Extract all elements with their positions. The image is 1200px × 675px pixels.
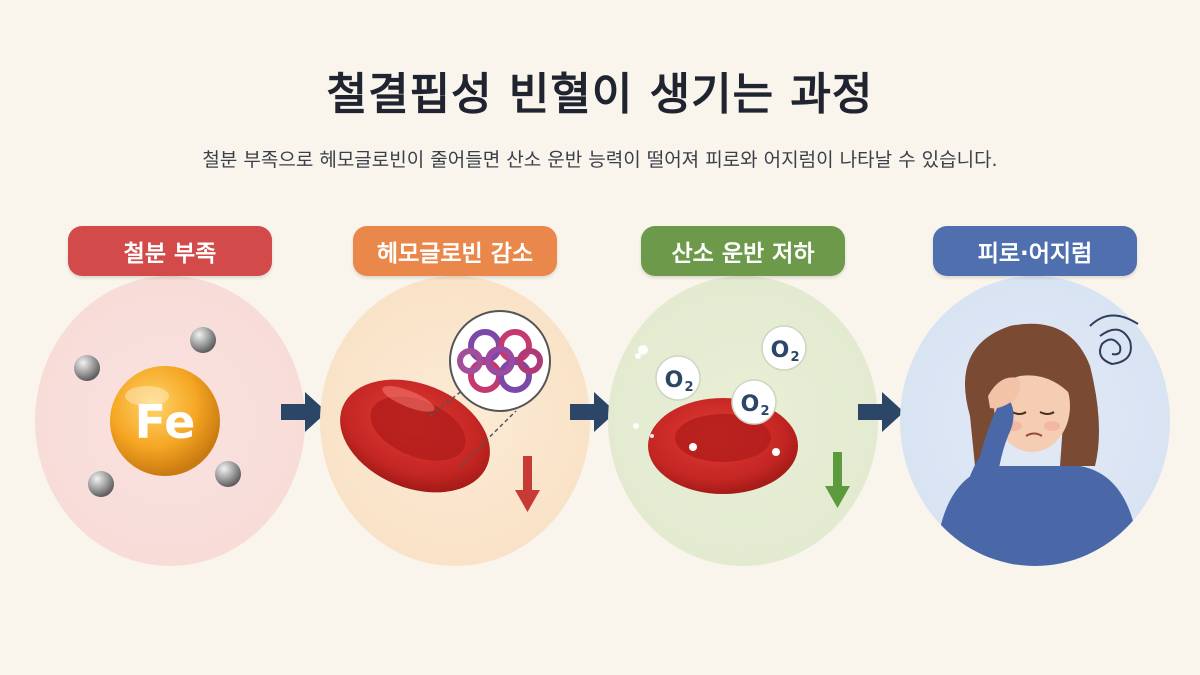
oxygen-circle: O 2 O 2 O 2 <box>608 276 878 566</box>
step-oxygen-transport-decrease: 산소 운반 저하 O 2 O <box>608 220 878 566</box>
iron-illustration: Fe <box>74 327 241 497</box>
step-1-badge: 철분 부족 <box>68 226 272 276</box>
flow-arrow-icon <box>858 392 904 432</box>
tired-person-icon <box>935 323 1140 566</box>
oxygen-label: O <box>771 338 790 363</box>
oxygen-illustration: O 2 O 2 O 2 <box>633 325 850 508</box>
fatigue-illustration <box>935 314 1140 566</box>
oxygen-subscript: 2 <box>790 350 799 365</box>
fatigue-circle <box>900 276 1170 566</box>
oxygen-label: O <box>665 368 684 393</box>
decrease-arrow-icon <box>515 456 540 512</box>
oxygen-subscript: 2 <box>760 404 769 419</box>
fe-atom-icon <box>110 366 220 476</box>
iron-circle: Fe <box>35 276 305 566</box>
electron-icon <box>74 355 100 381</box>
dizzy-swirl-icon <box>1089 314 1139 366</box>
decrease-arrow-icon <box>825 452 850 508</box>
step-hemoglobin-decrease: 헤모글로빈 감소 <box>320 220 590 566</box>
flow-arrow-icon <box>570 392 616 432</box>
page-subtitle: 철분 부족으로 헤모글로빈이 줄어들면 산소 운반 능력이 떨어져 피로와 어지… <box>202 149 998 171</box>
page-title: 철결핍성 빈혈이 생기는 과정 <box>326 69 874 120</box>
hemoglobin-circle <box>320 276 590 566</box>
step-3-badge: 산소 운반 저하 <box>641 226 845 276</box>
electron-icon <box>215 461 241 487</box>
oxygen-molecule-icon: O 2 <box>731 379 777 425</box>
hemoglobin-molecule-icon <box>457 329 543 393</box>
step-fatigue-dizziness: 피로·어지럼 <box>900 220 1170 566</box>
step-2-badge: 헤모글로빈 감소 <box>353 226 557 276</box>
step-4-badge: 피로·어지럼 <box>933 226 1137 276</box>
electron-icon <box>190 327 216 353</box>
oxygen-molecule-icon: O 2 <box>655 355 701 401</box>
red-blood-cell-icon <box>340 379 490 493</box>
hemoglobin-illustration <box>340 310 551 512</box>
red-blood-cell-icon <box>648 398 798 494</box>
fe-label: Fe <box>135 395 196 449</box>
electron-icon <box>88 471 114 497</box>
flow-arrow-icon <box>281 392 327 432</box>
step-iron-deficiency: 철분 부족 Fe <box>35 220 305 566</box>
oxygen-label: O <box>741 392 760 417</box>
oxygen-molecule-icon: O 2 <box>761 325 807 371</box>
oxygen-subscript: 2 <box>684 380 693 395</box>
hemoglobin-zoom-icon <box>449 310 551 412</box>
